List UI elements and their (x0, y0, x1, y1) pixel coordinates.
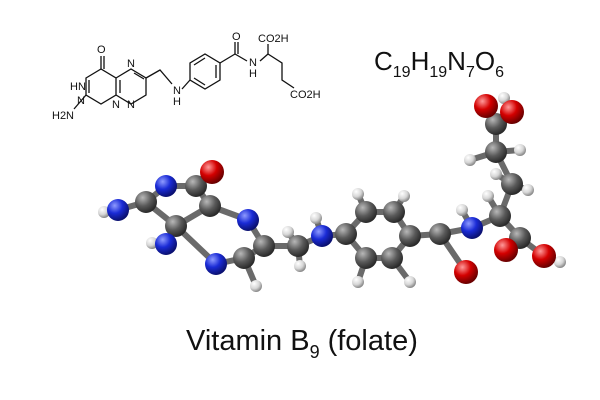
skeletal-glutamate-chain (267, 53, 295, 89)
formula-element-c: C (374, 46, 393, 76)
skeletal-double-bond (193, 57, 206, 66)
oxygen-atom (532, 244, 556, 268)
carbon-atom (185, 175, 207, 197)
skeletal-carbonyl-bond (219, 53, 236, 64)
formula-count-n: 7 (466, 64, 475, 81)
formula-count-h: 19 (429, 64, 447, 81)
oxygen-atom (200, 160, 224, 184)
skeletal-amine-bond (73, 94, 87, 110)
skeletal-amide-bond (234, 53, 248, 62)
oxygen-atom (500, 100, 524, 124)
formula-element-o: O (475, 46, 495, 76)
hydrogen-atom (482, 190, 494, 202)
hydrogen-atom (490, 168, 502, 180)
skeletal-n-label: N (112, 99, 120, 111)
molecular-formula: C19H19N7O6 (374, 46, 504, 81)
skeletal-amide-h-label: H (249, 68, 257, 80)
skeletal-pterin-ring-b (115, 68, 147, 105)
hydrogen-atom (352, 188, 364, 200)
hydrogen-atom (294, 260, 306, 272)
skeletal-amide-o-label: O (232, 31, 241, 43)
skeletal-nh-bond (181, 79, 191, 90)
carbon-atom (501, 173, 523, 195)
hydrogen-atom (98, 206, 110, 218)
carbon-atom (355, 247, 377, 269)
carbon-atom (355, 201, 377, 223)
carbon-atom (485, 141, 507, 163)
hydrogen-atom (310, 212, 322, 224)
formula-element-h: H (411, 46, 430, 76)
hydrogen-atom (282, 226, 294, 238)
skeletal-n-label: N (77, 95, 85, 107)
hydrogen-atom (498, 92, 510, 104)
hydrogen-atom (456, 204, 468, 216)
carbon-atom (489, 205, 511, 227)
carbon-atom (383, 201, 405, 223)
skeletal-oxo-label: O (97, 44, 106, 56)
skeletal-amine-label: H2N (52, 110, 74, 122)
skeletal-nh-h-label: H (173, 96, 181, 108)
caption-main: Vitamin B (186, 325, 310, 357)
carbon-atom (335, 223, 357, 245)
hydrogen-atom (404, 276, 416, 288)
hydrogen-atom (554, 256, 566, 268)
carbon-atom (287, 235, 309, 257)
molecule-caption: Vitamin B9 (folate) (186, 325, 418, 362)
formula-count-c: 19 (393, 64, 411, 81)
nitrogen-atom (205, 253, 227, 275)
formula-element-n: N (447, 46, 466, 76)
nitrogen-atom (461, 217, 483, 239)
skeletal-n-label: N (127, 99, 135, 111)
ball-and-stick-atoms (98, 92, 566, 292)
carbon-atom (135, 191, 157, 213)
skeletal-co2h-bottom-label: CO2H (290, 89, 321, 101)
carbon-atom (253, 235, 275, 257)
hydrogen-atom (464, 154, 476, 166)
carbon-atom (381, 247, 403, 269)
nitrogen-atom (311, 225, 333, 247)
carbon-atom (199, 195, 221, 217)
oxygen-atom (494, 238, 518, 262)
skeletal-nh-label: N (173, 85, 181, 97)
skeletal-nh-ring-label: HN (70, 81, 86, 93)
skeletal-co2h-top-label: CO2H (258, 33, 289, 45)
hydrogen-atom (398, 190, 410, 202)
caption-suffix: (folate) (328, 325, 418, 357)
nitrogen-atom (155, 233, 177, 255)
skeletal-ch2-linker (145, 69, 173, 85)
skeletal-double-bond (133, 72, 145, 80)
skeletal-double-bond (193, 77, 206, 86)
carbon-atom (165, 215, 187, 237)
carbon-atom (485, 113, 507, 135)
nitrogen-atom (237, 209, 259, 231)
hydrogen-atom (522, 184, 534, 196)
oxygen-atom (474, 94, 498, 118)
carbon-atom (233, 247, 255, 269)
caption-subscript: 9 (310, 342, 320, 362)
oxygen-atom (454, 260, 478, 284)
carbon-atom (429, 223, 451, 245)
nitrogen-atom (107, 199, 129, 221)
skeletal-n-label: N (127, 58, 135, 70)
hydrogen-atom (250, 280, 262, 292)
nitrogen-atom (155, 175, 177, 197)
hydrogen-atom (352, 276, 364, 288)
hydrogen-atom (146, 237, 158, 249)
skeletal-structure: O HN N N N N H2N N H O N H CO2H CO2H (52, 31, 321, 122)
formula-count-o: 6 (495, 64, 504, 81)
skeletal-amide-n-label: N (249, 57, 257, 69)
skeletal-alpha-bond (259, 53, 269, 62)
carbon-atom (399, 225, 421, 247)
hydrogen-atom (514, 144, 526, 156)
